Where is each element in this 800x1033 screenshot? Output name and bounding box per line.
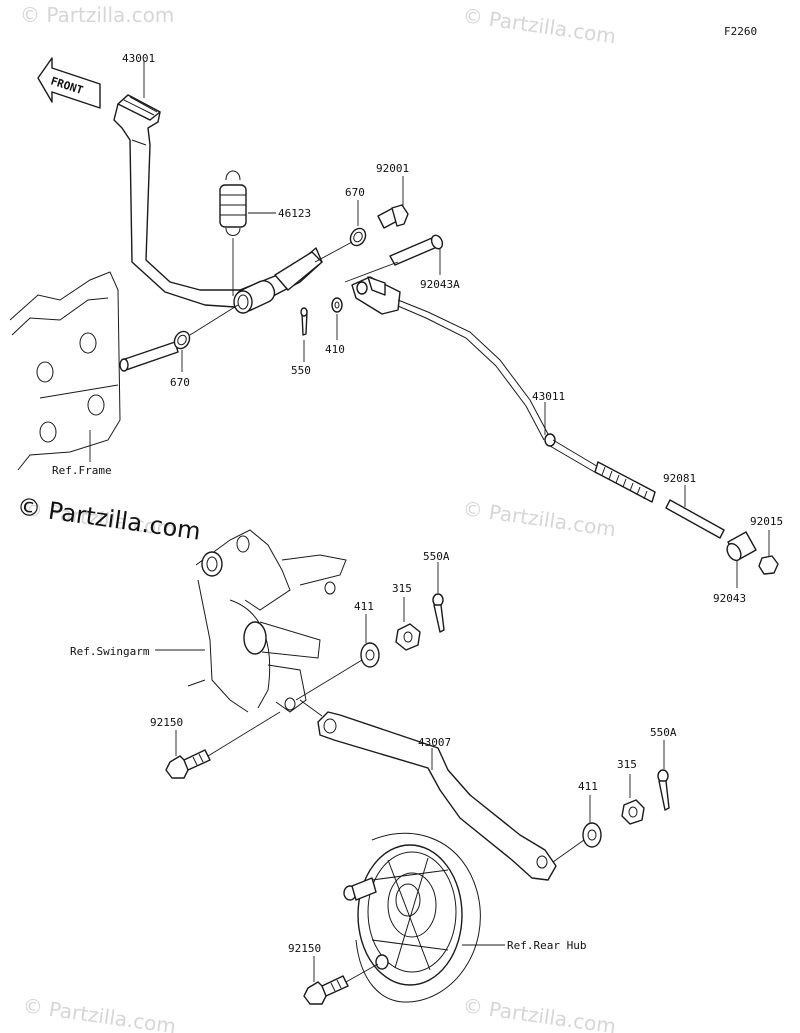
nut-315-upper: 315 [392, 582, 421, 651]
label-92150-upper: 92150 [150, 716, 183, 729]
oring-670-upper: 670 [314, 186, 367, 263]
brake-rod-43011: 43011 [351, 276, 656, 503]
oring-670-lower: 670 [170, 304, 239, 389]
label-43007: 43007 [418, 736, 451, 749]
label-670-lower: 670 [170, 376, 190, 389]
label-315-lower: 315 [617, 758, 637, 771]
washer-410: 410 [325, 297, 345, 356]
cotter-pin-550A-lower: 550A [650, 726, 677, 811]
label-550: 550 [291, 364, 311, 377]
watermark-bottom-left: © Partzilla.com [21, 993, 177, 1033]
ref-frame-label: Ref.Frame [52, 464, 112, 477]
watermark-top-left: © Partzilla.com [20, 3, 174, 27]
label-43011: 43011 [532, 390, 565, 403]
label-315-upper: 315 [392, 582, 412, 595]
label-92015: 92015 [750, 515, 783, 528]
spring-92081: 92081 [663, 472, 725, 539]
washer-411-upper: 411 [295, 600, 380, 701]
label-92081: 92081 [663, 472, 696, 485]
watermark-bottom-right: © Partzilla.com [461, 993, 617, 1033]
bolt-92150-upper: 92150 [150, 711, 281, 779]
label-92150-lower: 92150 [288, 942, 321, 955]
label-92043A: 92043A [420, 278, 460, 291]
frame-reference: Ref.Frame [9, 271, 179, 477]
figure-code: F2260 [724, 25, 757, 38]
nut-92015: 92015 [750, 515, 783, 575]
brake-pedal-43001: 43001 [113, 52, 323, 314]
ref-swingarm-label: Ref.Swingarm [70, 645, 150, 658]
label-43001: 43001 [122, 52, 155, 65]
ref-rear-hub-label: Ref.Rear Hub [507, 939, 586, 952]
washer-411-lower: 411 [552, 780, 602, 863]
swingarm-reference: Ref.Swingarm [70, 529, 347, 713]
watermark-mid-right: © Partzilla.com [461, 496, 617, 541]
label-670-upper: 670 [345, 186, 365, 199]
leader-43007-swingarm [299, 699, 323, 717]
label-46123: 46123 [278, 207, 311, 220]
label-92043: 92043 [713, 592, 746, 605]
label-410: 410 [325, 343, 345, 356]
bolt-92150-lower: 92150 [288, 942, 379, 1005]
rear-hub-reference: Ref.Rear Hub [343, 832, 586, 1003]
label-411-lower: 411 [578, 780, 598, 793]
cotter-pin-550: 550 [291, 307, 311, 377]
nut-315-lower: 315 [617, 758, 645, 825]
cotter-pin-550A-upper: 550A [423, 550, 450, 633]
spring-46123: 46123 [219, 170, 311, 296]
front-arrow-icon: FRONT [37, 57, 101, 109]
watermark-top-right: © Partzilla.com [461, 3, 617, 48]
label-550A-upper: 550A [423, 550, 450, 563]
label-550A-lower: 550A [650, 726, 677, 739]
joint-92043: 92043 [713, 531, 757, 605]
label-92001: 92001 [376, 162, 409, 175]
torque-link-43007: 43007 [317, 711, 557, 881]
bolt-92001: 92001 [376, 162, 409, 229]
label-411-upper: 411 [354, 600, 374, 613]
brand-watermark: © Partzilla.com [15, 492, 202, 546]
pin-92043A: 92043A [344, 234, 460, 291]
